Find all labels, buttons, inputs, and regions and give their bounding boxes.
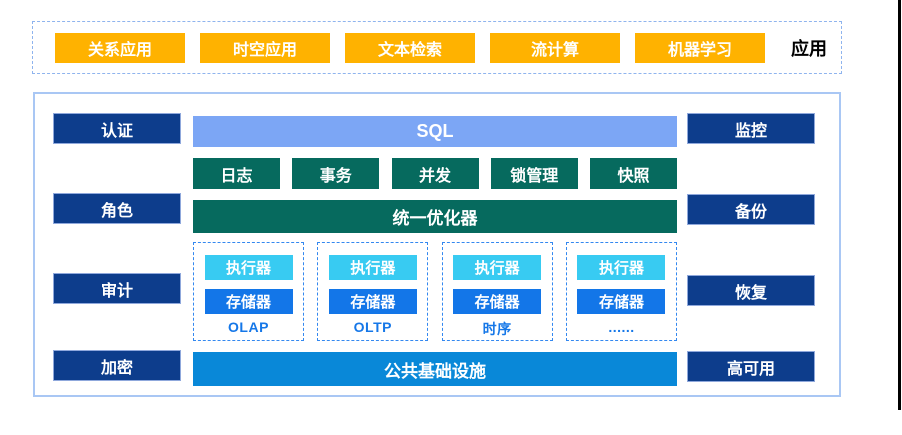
engine-box-oltp: 执行器 存储器 OLTP: [317, 242, 429, 341]
engine-label-olap: OLAP: [228, 319, 269, 335]
executor-block: 执行器: [453, 255, 542, 280]
pillar-high-availability: 高可用: [687, 351, 815, 382]
engine-label-timeseries: 时序: [482, 321, 512, 337]
pillar-backup: 备份: [687, 194, 815, 225]
page-edge-line: [898, 0, 901, 410]
application-layer-box: 关系应用 时空应用 文本检索 流计算 机器学习 应用: [32, 21, 842, 74]
executor-block: 执行器: [328, 255, 417, 280]
app-block-spatiotemporal: 时空应用: [200, 32, 330, 63]
modules-row: 日志 事务 并发 锁管理 快照: [193, 158, 677, 189]
module-snapshot: 快照: [590, 158, 677, 189]
engine-label-oltp: OLTP: [353, 319, 392, 335]
pillar-recovery: 恢复: [687, 275, 815, 306]
engine-label-more: ......: [608, 319, 635, 335]
unified-optimizer-bar: 统一优化器: [193, 200, 677, 233]
module-lock-management: 锁管理: [490, 158, 578, 189]
pillar-encryption: 加密: [53, 350, 181, 381]
module-concurrency: 并发: [391, 158, 479, 189]
module-log: 日志: [193, 158, 280, 189]
storage-block: 存储器: [328, 289, 417, 314]
app-block-stream-computing: 流计算: [490, 32, 620, 63]
module-transaction: 事务: [292, 158, 380, 189]
app-block-text-search: 文本检索: [345, 32, 475, 63]
common-infrastructure-bar: 公共基础设施: [193, 352, 677, 386]
application-layer-label: 应用: [791, 38, 827, 59]
storage-block: 存储器: [204, 289, 293, 314]
engine-box-more: 执行器 存储器 ......: [565, 242, 677, 341]
storage-block: 存储器: [453, 289, 542, 314]
engines-row: 执行器 存储器 OLAP 执行器 存储器 OLTP 执行器 存储器 时序 执行器…: [193, 242, 677, 341]
app-block-relational: 关系应用: [55, 32, 185, 63]
platform-box: 认证 角色 审计 加密 监控 备份 恢复 高可用 SQL 日志 事务 并发 锁管…: [33, 92, 841, 397]
engine-box-timeseries: 执行器 存储器 时序: [441, 242, 553, 341]
executor-block: 执行器: [577, 255, 666, 280]
app-block-machine-learning: 机器学习: [635, 32, 765, 63]
pillar-roles: 角色: [53, 193, 181, 224]
pillar-authentication: 认证: [53, 113, 181, 144]
storage-block: 存储器: [577, 289, 666, 314]
engine-box-olap: 执行器 存储器 OLAP: [193, 242, 304, 341]
sql-layer-bar: SQL: [193, 116, 677, 147]
pillar-monitoring: 监控: [687, 113, 815, 144]
pillar-audit: 审计: [53, 273, 181, 304]
executor-block: 执行器: [204, 255, 293, 280]
